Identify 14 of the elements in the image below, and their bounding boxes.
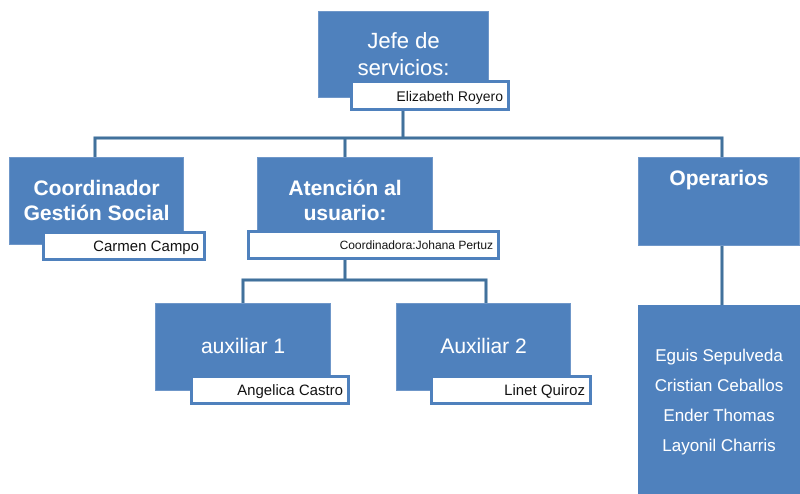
staff-name: Ender Thomas bbox=[663, 405, 775, 427]
name-tag: Linet Quiroz bbox=[430, 375, 592, 405]
staff-name: Layonil Charris bbox=[662, 435, 776, 457]
connector-line bbox=[402, 111, 724, 157]
connector-line bbox=[720, 246, 724, 305]
name-tag: Coordinadora:Johana Pertuz bbox=[247, 230, 500, 260]
staff-name: Eguis Sepulveda bbox=[655, 345, 783, 367]
staff-name: Cristian Ceballos bbox=[654, 375, 784, 397]
name-tag: Angelica Castro bbox=[190, 375, 350, 405]
staff-list-box bbox=[638, 305, 800, 494]
position-box: Operarios bbox=[638, 157, 800, 246]
name-tag: Carmen Campo bbox=[42, 231, 206, 261]
name-tag: Elizabeth Royero bbox=[350, 80, 510, 111]
connector-line bbox=[344, 260, 488, 303]
